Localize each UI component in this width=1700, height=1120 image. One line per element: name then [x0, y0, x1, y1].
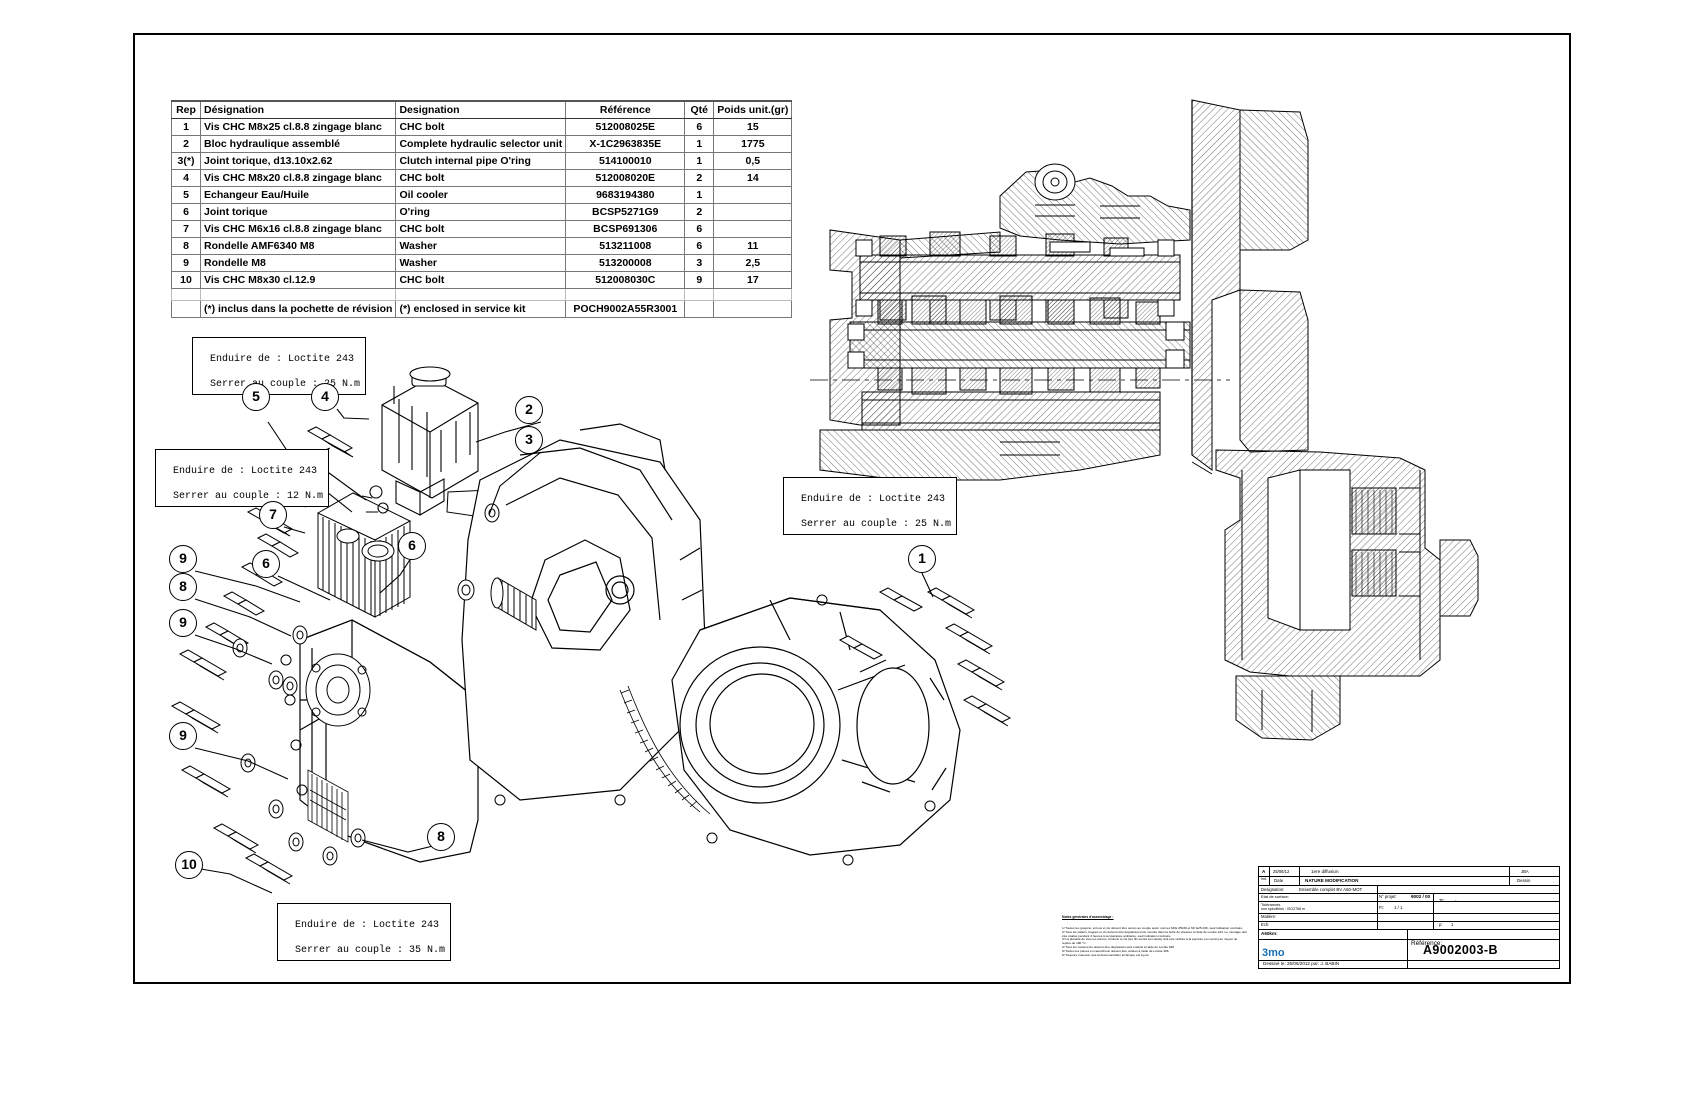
note-right-line2: Serrer au couple : 25 N.m [801, 518, 952, 530]
balloon-9[interactable]: 9 [169, 609, 197, 637]
general-assembly-notes: Notes générales d'assemblage : 1/ Toutes… [1062, 908, 1247, 966]
exploded-fasteners [170, 426, 1012, 885]
kit-note-fr: (*) inclus dans la pochette de révision [199, 300, 397, 318]
balloon-10[interactable]: 10 [175, 851, 203, 879]
ring-gear-teeth [619, 685, 711, 815]
customer-label: A60km: [1261, 931, 1278, 936]
balloon-4[interactable]: 4 [311, 383, 339, 411]
cell-reference: 514100010 [565, 152, 686, 170]
balloon-5[interactable]: 5 [242, 383, 270, 411]
reference-label: Référence: [1411, 940, 1443, 947]
bill-of-materials-table: Rep Désignation Designation Référence Qt… [171, 100, 793, 318]
note-top-line1: Enduire de : Loctite 243 [210, 353, 355, 365]
revision-nature: 1ere diffusion [1311, 869, 1339, 874]
tit-value: - [1455, 898, 1457, 903]
ft-value: 1 / 1 [1394, 905, 1403, 910]
header-rep: Rep [171, 100, 201, 119]
title-block: A 25/06/12 1ere diffusion JBA Ind. Date … [1258, 866, 1560, 969]
balloon-7[interactable]: 7 [259, 501, 287, 529]
cell-designation-en: CHC bolt [395, 118, 567, 136]
general-notes-body: 1/ Toutes les goujons, écrous et vis doi… [1062, 925, 1247, 957]
note-box-right: Enduire de : Loctite 243 Serrer au coupl… [783, 477, 958, 535]
revision-date: 25/06/12 [1273, 869, 1290, 874]
header-weight: Poids unit.(gr) [713, 100, 793, 119]
kit-cell-weight [713, 300, 793, 318]
cell-designation-en: Oil cooler [395, 186, 567, 204]
cell-designation-fr: Vis CHC M6x16 cl.8.8 zingage blanc [199, 220, 397, 238]
drawn-line: Dessiné le: 25/06/2012 par: J. BABIN [1263, 961, 1340, 966]
surface-state-label: Etat de surface: [1261, 894, 1290, 899]
note-right-line1: Enduire de : Loctite 243 [801, 493, 946, 505]
scale-label: Ech: [1261, 922, 1270, 927]
col-ind-label: Ind. [1261, 877, 1267, 881]
general-notes-title: Notes générales d'assemblage : [1062, 914, 1114, 919]
page-label: p: [1439, 922, 1443, 927]
balloon-3[interactable]: 3 [515, 426, 543, 454]
kit-note-en: (*) enclosed in service kit [395, 300, 567, 318]
col-nature-label: NATURE MODIFICATION [1305, 878, 1359, 883]
balloon-9[interactable]: 9 [169, 545, 197, 573]
project-label: N° projet: [1379, 894, 1397, 899]
cell-designation-fr: Vis CHC M8x20 cl.8.8 zingage blanc [199, 169, 397, 187]
reference-value: A9002003-B [1423, 943, 1498, 957]
cell-reference: 513200008 [565, 254, 686, 272]
splined-shaft [490, 577, 537, 631]
company-logo: 3mo [1262, 947, 1285, 959]
designation-label: Designation: [1261, 887, 1285, 892]
note-box-bottom: Enduire de : Loctite 243 Serrer au coupl… [277, 903, 452, 961]
oil-cooler [317, 492, 412, 618]
balloon-2[interactable]: 2 [515, 396, 543, 424]
note-bottom-line2: Serrer au couple : 35 N.m [295, 944, 446, 956]
logo-text: 3mo [1262, 947, 1285, 959]
tolerance-label: Tolérances [1261, 902, 1281, 907]
service-kit-row: (*) inclus dans la pochette de révision(… [171, 300, 793, 318]
lower-heat-shield [307, 769, 349, 843]
col-dessin-label: Dessin [1517, 878, 1531, 883]
ft-label: Ft: [1379, 905, 1384, 910]
designation-value: Ensemble complet BV A60-MOT [1299, 887, 1363, 892]
material-label: Matière: [1261, 914, 1277, 919]
note-box-left: Enduire de : Loctite 243 Serrer au coupl… [155, 449, 330, 507]
cell-weight: 1775 [713, 135, 793, 153]
balloon-8[interactable]: 8 [169, 573, 197, 601]
note-left-line1: Enduire de : Loctite 243 [173, 465, 318, 477]
balloon-8[interactable]: 8 [427, 823, 455, 851]
note-bottom-line1: Enduire de : Loctite 243 [295, 919, 440, 931]
project-value: 9002 / 00 [1411, 894, 1431, 899]
balloon-6[interactable]: 6 [398, 532, 426, 560]
note-left-line2: Serrer au couple : 12 N.m [173, 490, 324, 502]
balloon-9[interactable]: 9 [169, 722, 197, 750]
front-flange [305, 653, 371, 727]
note-top-line2: Serrer au couple : 25 N.m [210, 378, 361, 390]
tit-label: Tit: [1439, 898, 1445, 903]
revision-index: A [1262, 869, 1266, 874]
note-box-top: Enduire de : Loctite 243 Serrer au coupl… [192, 337, 367, 395]
revision-author: JBA [1521, 869, 1529, 874]
cell-rep: 3(*) [171, 152, 201, 170]
page-value: 1 [1451, 922, 1454, 927]
cell-reference: 512008025E [565, 118, 686, 136]
cell-designation-fr: Rondelle AMF6340 M8 [199, 237, 397, 255]
tolerance-value: non spécifiées : ISO2768 m [1261, 907, 1306, 911]
col-date-label: Date [1274, 878, 1284, 883]
table-spacer-row [171, 288, 793, 301]
hydraulic-selector-unit [361, 366, 479, 516]
balloon-1[interactable]: 1 [908, 545, 936, 573]
balloon-6[interactable]: 6 [252, 550, 280, 578]
cell-designation-fr: Echangeur Eau/Huile [199, 186, 397, 204]
